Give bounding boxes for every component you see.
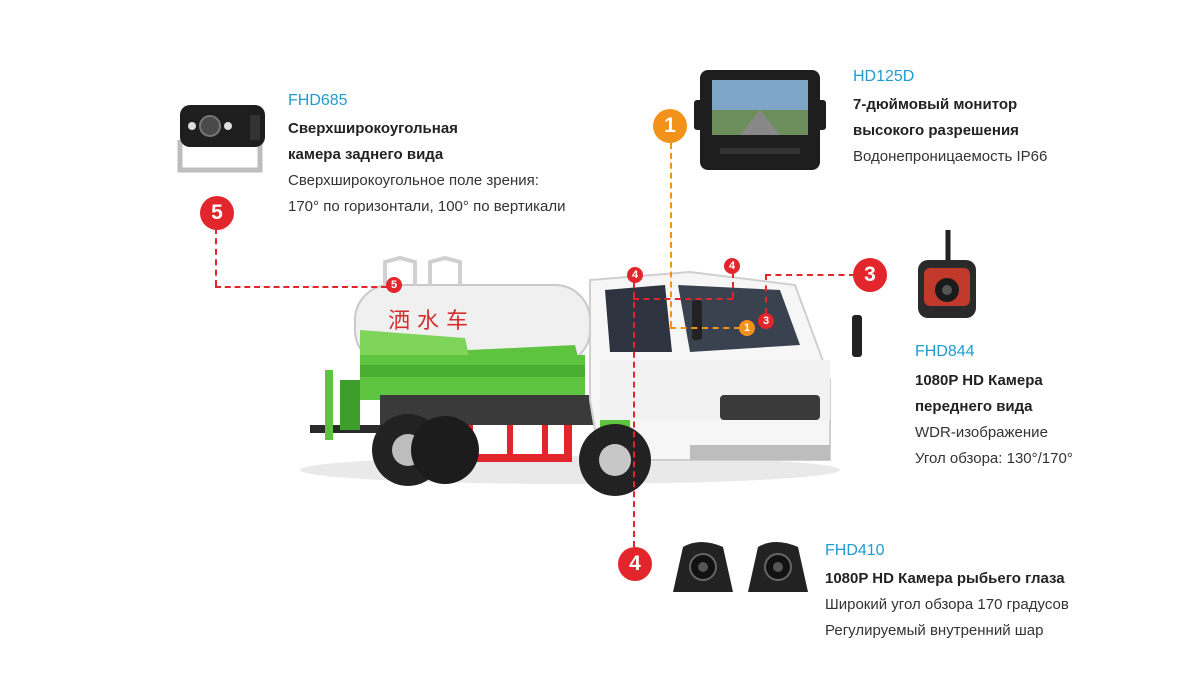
monitor-image [694,70,826,170]
front-camera-title-line: 1080P HD Камера [915,372,1043,389]
fisheye-camera-info: 1080P HD Камера рыбьего глаза Широкий уг… [825,566,1069,644]
front-camera-desc-line: Угол обзора: 130°/170° [915,450,1073,467]
connector-line [732,272,734,298]
fisheye-camera-model: FHD410 [825,542,885,559]
marker-3-small-badge: 3 [758,313,774,329]
rear-camera-desc-line: Сверхширокоугольное поле зрения: [288,172,539,189]
rear-camera-model: FHD685 [288,92,348,109]
fisheye-camera-desc-line: Регулируемый внутренний шар [825,622,1044,639]
connector-line [670,143,672,327]
connector-line [633,282,635,547]
monitor-info: 7-дюймовый монитор высокого разрешения В… [853,92,1047,170]
monitor-desc-line: Водонепроницаемость IP66 [853,148,1048,165]
marker-5-badge: 5 [200,196,234,230]
rear-camera-info: Сверхширокоугольная камера заднего вида … [288,116,565,220]
rear-camera-desc-line: 170° по горизонтали, 100° по вертикали [288,198,566,215]
connector-line [215,228,217,286]
monitor-title-line: 7-дюймовый монитор [853,96,1018,113]
connector-line [765,274,767,314]
fisheye-camera-desc-line: Широкий угол обзора 170 градусов [825,596,1069,613]
fisheye-camera-image [673,542,808,592]
connector-line [633,298,733,300]
rear-camera-title-line: камера заднего вида [288,146,444,163]
connector-line [765,274,855,276]
monitor-model: HD125D [853,68,915,85]
marker-1-badge: 1 [653,109,687,143]
connector-line [670,327,740,329]
marker-3-badge: 3 [853,258,887,292]
marker-4-small-badge: 4 [724,258,740,274]
marker-4-badge: 4 [618,547,652,581]
fisheye-camera-title-line: 1080P HD Камера рыбьего глаза [825,570,1065,587]
front-camera-info: 1080P HD Камера переднего вида WDR-изобр… [915,368,1073,472]
front-camera-image [918,230,976,318]
rear-camera-title-line: Сверхширокоугольная [288,120,458,137]
rear-camera-image [177,105,265,173]
front-camera-desc-line: WDR-изображение [915,424,1048,441]
front-camera-model: FHD844 [915,343,975,360]
marker-1-small-badge: 1 [739,320,755,336]
front-camera-title-line: переднего вида [915,398,1033,415]
monitor-title-line: высокого разрешения [853,122,1019,139]
connector-line [215,286,387,288]
marker-5-small-badge: 5 [386,277,402,293]
marker-4-small-badge: 4 [627,267,643,283]
tank-text: 洒 水 车 [388,309,468,334]
